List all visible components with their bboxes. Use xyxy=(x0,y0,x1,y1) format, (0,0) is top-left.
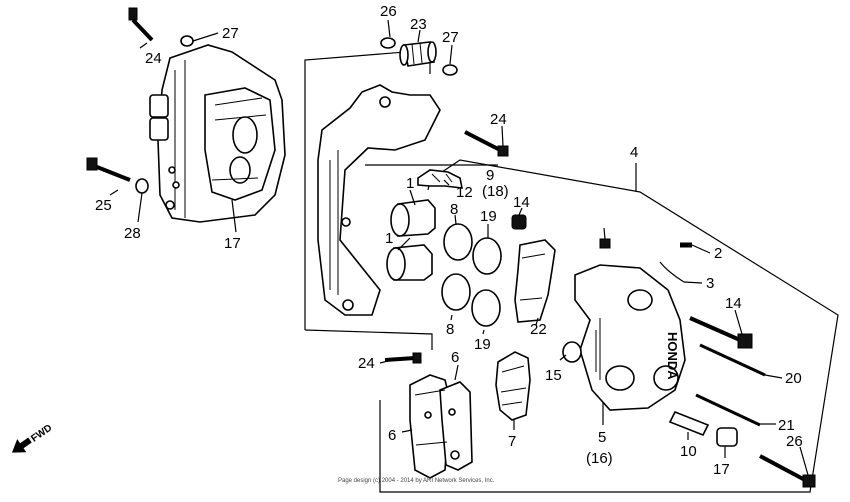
callout-27: 28 xyxy=(124,225,141,242)
pad-spring-20 xyxy=(514,239,556,323)
callout-19: 20 xyxy=(785,370,802,387)
caliper-assembly-15 xyxy=(149,44,286,223)
seal-17-upper xyxy=(472,237,502,275)
oring-26-right xyxy=(442,64,458,76)
washer-27-upper xyxy=(180,35,194,47)
callout-24: 24 xyxy=(145,50,162,67)
piston-1-upper xyxy=(390,199,436,237)
oring-26-left xyxy=(380,37,396,49)
callout-21: 23 xyxy=(410,16,427,33)
callout-6: 6 xyxy=(388,427,396,444)
bolt-25 xyxy=(759,454,816,488)
pad-pin-19-lower xyxy=(695,393,761,427)
callout-27: 27 xyxy=(222,25,239,42)
callout-14: 17 xyxy=(713,461,730,478)
pad-spring-11 xyxy=(417,169,464,189)
callout-10: 10 xyxy=(680,443,697,460)
fwd-direction-indicator: FWD xyxy=(11,423,54,453)
callout-24: 25 xyxy=(95,197,112,214)
bolt-24-upper xyxy=(128,7,154,42)
callout-1: 1 xyxy=(406,175,414,192)
callout-26: 27 xyxy=(442,29,459,46)
boot-21 xyxy=(399,41,437,67)
callout-2: 2 xyxy=(714,245,722,262)
callout-11: 12 xyxy=(456,184,473,201)
callout-5-sub: (16) xyxy=(586,450,613,467)
callout-14: 15 xyxy=(545,367,562,384)
callout-6: 6 xyxy=(451,349,459,366)
washer-27-lower xyxy=(135,178,149,194)
bolt-22 xyxy=(384,352,422,364)
sleeve-10 xyxy=(668,410,710,437)
callout-9: 9 xyxy=(486,167,494,184)
fwd-label: FWD xyxy=(29,423,54,445)
callout-15: 17 xyxy=(224,235,241,252)
honda-brand-mark: HONDA xyxy=(665,332,680,380)
bleeder-cap-3 xyxy=(659,261,685,283)
callout-19: 21 xyxy=(778,417,795,434)
callout-8: 8 xyxy=(450,201,458,218)
bolt-23 xyxy=(464,130,509,157)
caliper-body-5: HONDA xyxy=(574,264,686,411)
callout-3: 3 xyxy=(706,275,714,292)
callout-23: 24 xyxy=(490,111,507,128)
boot-14-lower xyxy=(716,427,738,447)
caliper-bracket xyxy=(317,84,441,316)
callout-labels: 27 24 25 28 17 26 23 27 24 4 1 12 9 (18)… xyxy=(95,3,803,478)
copyright-footer: Page design (c) 2004 - 2014 by ARI Netwo… xyxy=(338,478,495,484)
pin-bolt-12 xyxy=(689,316,753,349)
seal-17-lower xyxy=(471,289,501,327)
seal-8-lower xyxy=(441,273,471,311)
callout-17: 19 xyxy=(474,336,491,353)
brake-pad-6-set xyxy=(409,374,473,479)
callout-26: 26 xyxy=(380,3,397,20)
callout-4: 4 xyxy=(630,144,638,161)
piston-1-lower xyxy=(386,244,433,281)
callout-7: 7 xyxy=(508,433,516,450)
callout-9-sub: (18) xyxy=(482,183,509,200)
callout-20: 22 xyxy=(530,321,547,338)
callout-8: 8 xyxy=(446,321,454,338)
callout-13: 14 xyxy=(513,194,530,211)
callout-25: 26 xyxy=(786,433,803,450)
callout-1: 1 xyxy=(385,230,393,247)
fwd-arrow-icon xyxy=(11,437,32,453)
callout-12: 14 xyxy=(725,295,742,312)
seal-8-upper xyxy=(443,223,473,261)
callout-5: 5 xyxy=(598,429,606,446)
pad-shim-7 xyxy=(495,351,531,421)
bleeder-13 xyxy=(511,214,527,230)
callout-17: 19 xyxy=(480,208,497,225)
pad-pin-19-upper xyxy=(699,343,766,377)
bolt-24-lower xyxy=(86,157,131,182)
boot-14-upper xyxy=(562,341,582,363)
callout-22: 24 xyxy=(358,355,375,372)
leader-lines xyxy=(109,19,809,476)
screw-28 xyxy=(599,238,611,249)
